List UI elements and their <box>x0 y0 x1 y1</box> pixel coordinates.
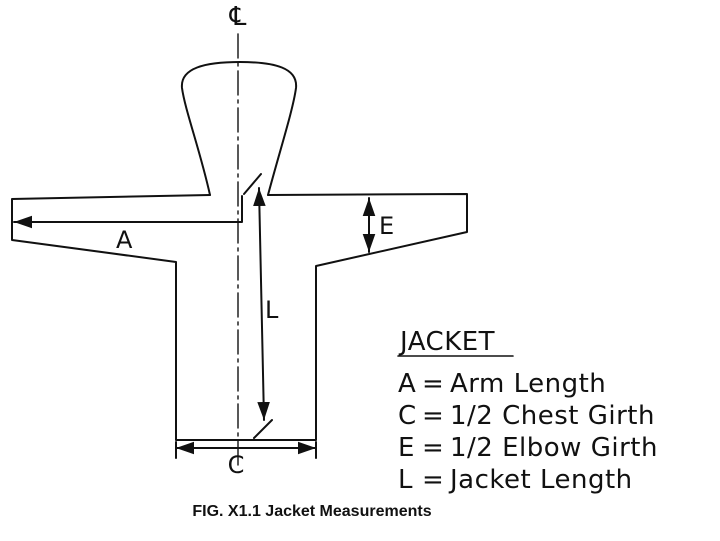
head-outline <box>180 61 298 196</box>
legend-key: A <box>398 369 416 399</box>
legend-sep: = <box>422 465 444 495</box>
legend: JACKET A = Arm Length C = 1/2 Chest Girt… <box>398 327 658 495</box>
legend-text: 1/2 Elbow Girth <box>450 433 658 463</box>
legend-item: E = 1/2 Elbow Girth <box>398 433 658 463</box>
hem-tick-bottom <box>253 419 273 439</box>
centerline-symbol: ℄ <box>229 2 247 32</box>
label-e: E <box>379 212 394 240</box>
legend-key: C <box>398 401 417 431</box>
jacket-length-dimension <box>253 187 270 421</box>
legend-text: 1/2 Chest Girth <box>450 401 655 431</box>
label-c: C <box>228 451 245 479</box>
figure-caption: FIG. X1.1 Jacket Measurements <box>192 503 431 520</box>
legend-sep: = <box>422 401 444 431</box>
legend-item: A = Arm Length <box>398 369 606 399</box>
label-a: A <box>116 226 133 254</box>
legend-item: C = 1/2 Chest Girth <box>398 401 655 431</box>
legend-text: Arm Length <box>450 369 606 399</box>
legend-key: E <box>398 433 415 463</box>
legend-key: L <box>398 465 413 495</box>
legend-heading: JACKET <box>398 327 495 357</box>
legend-text: Jacket Length <box>448 465 633 495</box>
legend-sep: = <box>422 433 444 463</box>
neck-tick-top <box>243 173 262 195</box>
jacket-outline <box>11 193 468 441</box>
legend-item: L = Jacket Length <box>398 465 633 495</box>
arm-length-dimension <box>13 195 243 229</box>
label-l: L <box>265 296 279 324</box>
legend-sep: = <box>422 369 444 399</box>
